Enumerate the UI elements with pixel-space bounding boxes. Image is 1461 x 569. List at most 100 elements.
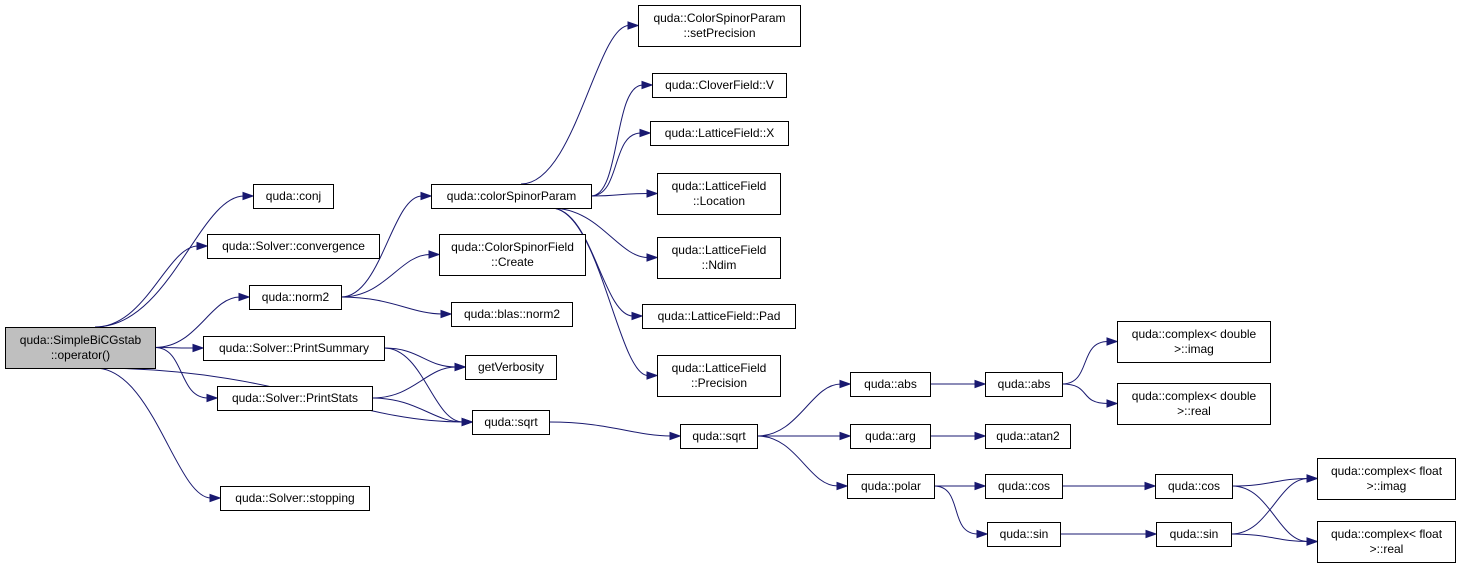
node-label: ::Ndim bbox=[702, 258, 737, 272]
node-setprecision[interactable]: quda::ColorSpinorParam::setPrecision bbox=[638, 5, 801, 47]
node-box bbox=[657, 237, 781, 279]
node-ndim[interactable]: quda::LatticeField::Ndim bbox=[657, 237, 781, 279]
node-sin2[interactable]: quda::sin bbox=[1156, 522, 1232, 547]
edge-colorspinorparam-to-location bbox=[590, 193, 649, 197]
node-label: quda::complex< double bbox=[1132, 327, 1257, 341]
node-label: quda::Solver::convergence bbox=[222, 239, 365, 253]
node-label: quda::cos bbox=[998, 479, 1050, 493]
node-cdreal[interactable]: quda::complex< double>::real bbox=[1117, 383, 1271, 425]
node-cloverv[interactable]: quda::CloverField::V bbox=[652, 73, 787, 98]
node-blasnorm2[interactable]: quda::blas::norm2 bbox=[451, 302, 573, 327]
node-label: quda::complex< float bbox=[1331, 464, 1443, 478]
node-cdimag[interactable]: quda::complex< double>::imag bbox=[1117, 321, 1271, 363]
node-sqrt1[interactable]: quda::sqrt bbox=[472, 410, 550, 435]
node-label: >::imag bbox=[1367, 479, 1407, 493]
edge-sqrt1-to-sqrt2 bbox=[548, 421, 672, 437]
node-precision[interactable]: quda::LatticeField::Precision bbox=[657, 355, 781, 397]
node-label: ::Create bbox=[491, 255, 534, 269]
node-label: quda::sqrt bbox=[484, 415, 538, 429]
edges-layer bbox=[94, 21, 1319, 546]
node-label: >::imag bbox=[1174, 342, 1214, 356]
node-root[interactable]: quda::SimpleBiCGstab::operator() bbox=[5, 327, 156, 369]
arrowhead bbox=[639, 128, 652, 138]
arrowhead bbox=[192, 343, 205, 353]
node-stopping[interactable]: quda::Solver::stopping bbox=[220, 486, 370, 511]
arrowhead bbox=[627, 21, 640, 30]
edge-cos2-to-cfimag bbox=[1231, 478, 1309, 487]
edge-printstats-to-sqrt1 bbox=[371, 397, 464, 423]
arrowhead bbox=[1306, 474, 1319, 483]
edge-abs2-to-cdimag bbox=[1061, 341, 1109, 385]
node-label: >::real bbox=[1370, 542, 1404, 556]
edge-sqrt2-to-polar bbox=[756, 435, 839, 487]
node-sqrt2[interactable]: quda::sqrt bbox=[680, 424, 758, 449]
node-label: quda::arg bbox=[865, 429, 916, 443]
node-label: quda::abs bbox=[864, 377, 917, 391]
node-getverbosity[interactable]: getVerbosity bbox=[465, 355, 557, 380]
arrowhead bbox=[646, 371, 659, 380]
node-box bbox=[249, 285, 342, 310]
edge-root-to-stopping bbox=[94, 367, 212, 499]
arrowhead bbox=[974, 379, 987, 389]
node-box bbox=[987, 522, 1061, 547]
edge-printstats-to-getverbosity bbox=[371, 366, 457, 399]
node-colorspinorparam[interactable]: quda::colorSpinorParam bbox=[431, 184, 592, 209]
node-cfreal[interactable]: quda::complex< float>::real bbox=[1317, 521, 1456, 563]
node-location[interactable]: quda::LatticeField::Location bbox=[657, 173, 781, 215]
node-conj[interactable]: quda::conj bbox=[253, 184, 334, 209]
node-sin1[interactable]: quda::sin bbox=[987, 522, 1061, 547]
node-box bbox=[652, 73, 787, 98]
edge-abs2-to-cdreal bbox=[1061, 383, 1109, 404]
node-csfcreate[interactable]: quda::ColorSpinorField::Create bbox=[439, 234, 586, 276]
node-convergence[interactable]: quda::Solver::convergence bbox=[207, 234, 380, 259]
edge-sin2-to-cfreal bbox=[1230, 533, 1309, 542]
arrowhead bbox=[242, 191, 255, 201]
node-box bbox=[850, 372, 931, 397]
node-atan2[interactable]: quda::atan2 bbox=[985, 424, 1071, 449]
node-label: quda::abs bbox=[998, 377, 1051, 391]
node-label: quda::sin bbox=[1170, 527, 1219, 541]
edge-colorspinorparam-to-latticex bbox=[590, 132, 642, 197]
node-printstats[interactable]: quda::Solver::PrintStats bbox=[217, 386, 373, 411]
node-box bbox=[217, 386, 373, 411]
node-norm2[interactable]: quda::norm2 bbox=[249, 285, 342, 310]
arrowhead bbox=[1144, 481, 1157, 491]
node-label: ::operator() bbox=[51, 348, 110, 362]
arrowhead bbox=[420, 191, 433, 201]
node-box bbox=[850, 424, 931, 449]
edge-colorspinorparam-to-precision bbox=[550, 207, 649, 376]
node-label: ::Precision bbox=[691, 376, 747, 390]
arrowhead bbox=[669, 431, 682, 441]
node-pad[interactable]: quda::LatticeField::Pad bbox=[642, 304, 796, 329]
node-abs2[interactable]: quda::abs bbox=[985, 372, 1063, 397]
node-label: quda::LatticeField::X bbox=[665, 126, 774, 140]
node-box bbox=[472, 410, 550, 435]
node-box bbox=[985, 474, 1063, 499]
arrowhead bbox=[461, 417, 474, 427]
node-printsummary[interactable]: quda::Solver::PrintSummary bbox=[203, 336, 385, 361]
node-box bbox=[638, 5, 801, 47]
edge-colorspinorparam-to-cloverv bbox=[590, 84, 644, 197]
edge-printsummary-to-sqrt1 bbox=[383, 347, 464, 423]
node-label: quda::cos bbox=[1168, 479, 1220, 493]
node-cos2[interactable]: quda::cos bbox=[1155, 474, 1233, 499]
node-polar[interactable]: quda::polar bbox=[847, 474, 935, 499]
node-label: quda::sin bbox=[1000, 527, 1049, 541]
node-cfimag[interactable]: quda::complex< float>::imag bbox=[1317, 458, 1456, 500]
node-label: >::real bbox=[1177, 404, 1211, 418]
node-label: quda::Solver::PrintStats bbox=[232, 391, 358, 405]
arrowhead bbox=[428, 250, 441, 259]
node-abs1[interactable]: quda::abs bbox=[850, 372, 931, 397]
node-latticex[interactable]: quda::LatticeField::X bbox=[650, 121, 789, 146]
node-label: quda::ColorSpinorParam bbox=[653, 11, 785, 25]
node-box bbox=[465, 355, 557, 380]
node-cos1[interactable]: quda::cos bbox=[985, 474, 1063, 499]
node-arg[interactable]: quda::arg bbox=[850, 424, 931, 449]
arrowhead bbox=[1106, 337, 1119, 346]
node-box bbox=[985, 372, 1063, 397]
edge-sin2-to-cfimag bbox=[1230, 478, 1309, 535]
arrowhead bbox=[836, 481, 849, 491]
node-label: quda::complex< float bbox=[1331, 527, 1443, 541]
node-label: quda::LatticeField bbox=[672, 361, 767, 375]
node-box bbox=[650, 121, 789, 146]
